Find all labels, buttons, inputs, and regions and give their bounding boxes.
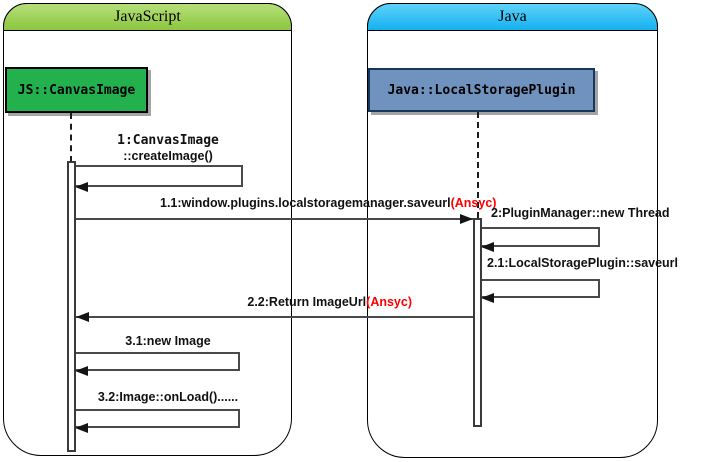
message-1-label-line2: ::createImage() (123, 148, 213, 163)
message-2-1-text: 2.1:LocalStoragePlugin::saveurl (487, 256, 679, 270)
message-2-1-self-arrow (481, 279, 600, 303)
frame-java-header: Java (367, 3, 658, 31)
message-2-2-text: 2.2:Return ImageUrl (247, 295, 367, 309)
message-3-2-label: 3.2:Image::onLoad()...... (88, 390, 248, 404)
object-java-local-storage-plugin-label: Java::LocalStoragePlugin (387, 82, 576, 98)
message-3-2-text: 3.2:Image::onLoad()...... (97, 390, 239, 404)
arrowhead-right-icon (460, 214, 473, 224)
message-3-1-text: 3.1:new Image (125, 334, 211, 348)
object-java-local-storage-plugin: Java::LocalStoragePlugin (368, 68, 595, 112)
arrowhead-left-icon (75, 366, 88, 376)
message-1-1-text: 1.1:window.plugins.localstoragemanager.s… (160, 196, 451, 210)
message-2-self-arrow (481, 227, 600, 252)
frame-java-title: Java (498, 8, 527, 25)
arrowhead-left-icon (75, 423, 88, 433)
activation-js (67, 161, 76, 452)
object-js-canvas-image-label: JS::CanvasImage (17, 82, 136, 98)
message-2-2-label: 2.2:Return ImageUrl(Ansyc) (150, 295, 412, 309)
message-1-label-line1: 1:CanvasImage (117, 133, 219, 148)
message-3-1-self-arrow (75, 352, 240, 376)
message-2-label: 2:PluginManager::new Thread (491, 206, 670, 220)
message-1-1-line (76, 214, 473, 224)
message-2-1-label: 2.1:LocalStoragePlugin::saveurl (487, 256, 678, 270)
arrowhead-left-icon (75, 182, 88, 192)
lifeline-java (477, 112, 479, 218)
arrowhead-left-icon (481, 293, 494, 303)
frame-javascript-header: JavaScript (3, 3, 292, 31)
frame-javascript-title: JavaScript (114, 8, 181, 25)
object-js-canvas-image: JS::CanvasImage (5, 67, 148, 113)
message-1-1-suffix: (Ansyc) (450, 196, 497, 210)
message-1-label: 1:CanvasImage ::createImage() (88, 133, 248, 163)
message-1-self-arrow (75, 165, 243, 192)
message-2-2-suffix: (Ansyc) (366, 295, 412, 309)
message-2-2-line (76, 312, 473, 322)
activation-java (473, 218, 482, 427)
arrowhead-left-icon (76, 312, 89, 322)
lifeline-js (70, 113, 72, 162)
message-3-2-self-arrow (75, 409, 240, 433)
arrowhead-left-icon (481, 242, 494, 252)
message-2-text: 2:PluginManager::new Thread (491, 206, 670, 220)
message-3-1-label: 3.1:new Image (88, 334, 248, 348)
message-1-1-label: 1.1:window.plugins.localstoragemanager.s… (160, 196, 496, 210)
